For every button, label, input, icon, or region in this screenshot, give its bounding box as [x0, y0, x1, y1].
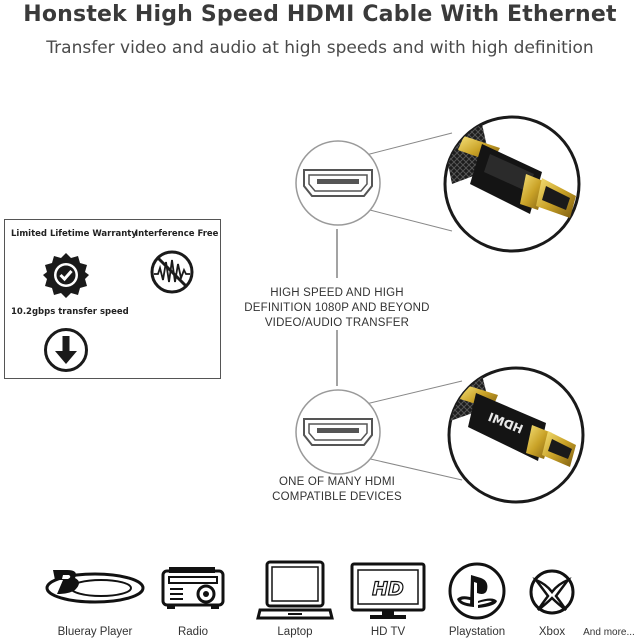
hd-badge: HD — [372, 578, 404, 600]
device-label: Radio — [177, 626, 209, 638]
bluray-icon — [45, 566, 145, 606]
device-label: Blueray Player — [57, 626, 133, 638]
radio-icon — [161, 565, 225, 611]
device-label: HD TV — [370, 626, 406, 638]
laptop-icon — [256, 560, 334, 622]
device-label: Xbox — [538, 626, 566, 638]
page-title: Honstek High Speed HDMI Cable With Ether… — [23, 2, 617, 27]
hdtv-icon: HD — [350, 562, 426, 622]
speed-label: 10.2gbps transfer speed — [11, 307, 129, 317]
more-label: And more... — [583, 627, 635, 638]
hdmi-cable-connector — [442, 114, 582, 254]
hdmi-cable-connector: HDMI — [446, 365, 586, 505]
page-subtitle: Transfer video and audio at high speeds … — [46, 38, 594, 58]
download-arrow-icon — [43, 327, 89, 373]
playstation-icon — [447, 561, 507, 621]
xbox-icon — [528, 568, 576, 616]
device-label: Playstation — [448, 626, 506, 638]
hdmi-port-icon — [294, 139, 382, 227]
top-caption: HIGH SPEED AND HIGH DEFINITION 1080P AND… — [244, 287, 430, 329]
hdmi-port-icon — [294, 388, 382, 476]
warranty-seal-icon — [43, 252, 89, 298]
bottom-caption: ONE OF MANY HDMI COMPATIBLE DEVICES — [272, 476, 402, 503]
feature-box: Limited Lifetime Warranty Interference F… — [4, 219, 221, 379]
warranty-label: Limited Lifetime Warranty — [11, 229, 137, 239]
device-label: Laptop — [277, 626, 313, 638]
interference-free-icon — [148, 248, 196, 296]
interference-label: Interference Free — [135, 229, 219, 239]
